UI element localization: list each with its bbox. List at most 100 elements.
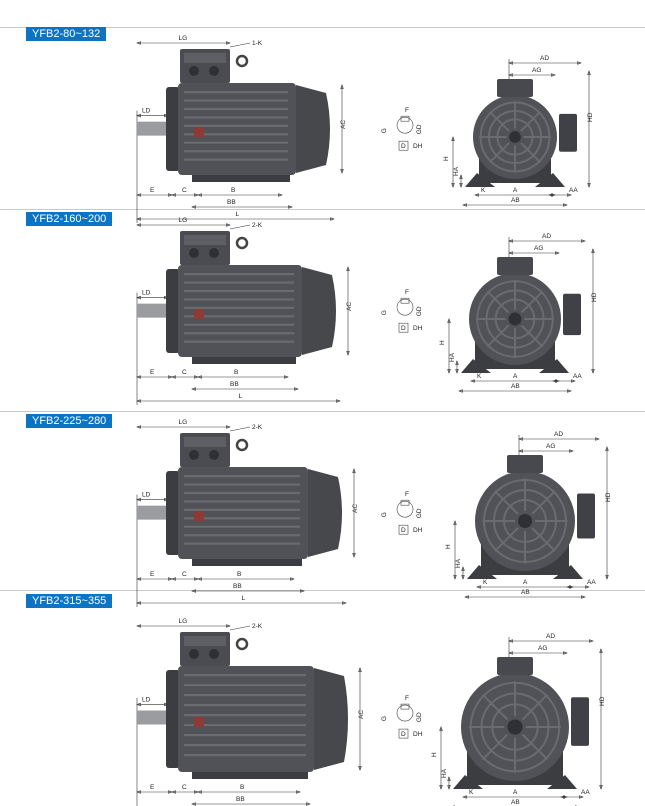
label-G: G bbox=[381, 128, 388, 133]
eye-bolt bbox=[235, 637, 249, 651]
label-HD: HD bbox=[587, 112, 594, 122]
cable-gland bbox=[189, 649, 199, 659]
arrowhead bbox=[567, 389, 572, 393]
label-D: D bbox=[401, 731, 406, 738]
label-D: D bbox=[401, 527, 406, 534]
dim-BB bbox=[191, 387, 299, 391]
dim-AA bbox=[548, 193, 572, 197]
nameplate bbox=[194, 716, 204, 727]
arrowhead bbox=[591, 248, 595, 253]
label-LD: LD bbox=[142, 492, 151, 499]
cooling-fin bbox=[184, 158, 288, 161]
dim-LD bbox=[136, 113, 169, 118]
cooling-fin bbox=[184, 694, 306, 697]
separator-2 bbox=[0, 411, 645, 412]
label-C: C bbox=[182, 187, 187, 194]
label-G: G bbox=[381, 716, 388, 721]
label-C: C bbox=[182, 571, 187, 578]
terminal-box-side bbox=[563, 293, 581, 336]
arrowhead bbox=[278, 193, 283, 197]
cooling-fin bbox=[184, 684, 306, 687]
cooling-fin bbox=[184, 289, 294, 293]
label-AC: AC bbox=[352, 504, 359, 513]
arrowhead bbox=[194, 790, 199, 794]
arrowhead bbox=[171, 790, 176, 794]
foot-left bbox=[467, 565, 497, 579]
shaft-section-circle bbox=[396, 116, 414, 134]
arrowhead bbox=[342, 601, 347, 605]
label-B: B bbox=[240, 784, 244, 791]
motor-front-view bbox=[461, 257, 581, 373]
dim-AG bbox=[508, 251, 560, 255]
dim-B bbox=[197, 790, 301, 794]
motor-front-view bbox=[467, 455, 595, 579]
top-separator bbox=[0, 27, 645, 28]
arrowhead bbox=[306, 802, 311, 806]
dim-E bbox=[136, 375, 173, 379]
drawing-section-4: YFB2-315~355LG2-KLDECBBBLACFGGDDDHADAGHD… bbox=[0, 591, 645, 806]
arrowhead bbox=[226, 223, 231, 227]
label-H: H bbox=[431, 752, 438, 757]
dim-E bbox=[136, 577, 173, 581]
leader-k bbox=[229, 625, 251, 631]
label-LG: LG bbox=[179, 618, 188, 625]
arrowhead bbox=[346, 351, 350, 356]
hatch-line bbox=[401, 119, 413, 129]
cooling-fin bbox=[184, 542, 300, 545]
label-F: F bbox=[405, 289, 409, 296]
mounting-feet bbox=[192, 772, 308, 779]
cover-spoke bbox=[531, 527, 556, 552]
label-AB: AB bbox=[511, 383, 520, 390]
label-BB: BB bbox=[227, 199, 236, 206]
cooling-fin bbox=[184, 107, 288, 111]
nameplate bbox=[194, 127, 204, 138]
cooling-fin bbox=[184, 116, 288, 119]
cooling-fin bbox=[184, 534, 300, 537]
motor-side-view bbox=[137, 632, 348, 779]
shaft-end bbox=[508, 312, 522, 326]
label-H: H bbox=[439, 340, 446, 345]
label-AD: AD bbox=[540, 55, 549, 62]
arrowhead bbox=[462, 795, 467, 799]
dim-A bbox=[476, 585, 574, 589]
arrowhead bbox=[226, 41, 231, 45]
shaft-section-detail bbox=[396, 703, 414, 739]
arrowhead bbox=[136, 425, 141, 429]
hatch-line bbox=[399, 709, 411, 719]
arrowhead bbox=[136, 624, 141, 628]
arrowhead bbox=[194, 577, 199, 581]
label-LD: LD bbox=[142, 108, 151, 115]
centre-hole-box bbox=[398, 322, 409, 333]
arrowhead bbox=[352, 553, 356, 558]
arrowhead bbox=[136, 601, 141, 605]
arrowhead bbox=[136, 399, 141, 403]
arrowhead bbox=[136, 113, 141, 118]
cooling-fin bbox=[184, 150, 288, 153]
dim-AC bbox=[352, 468, 356, 558]
label-HA: HA bbox=[455, 558, 462, 568]
cooling-fin bbox=[184, 99, 288, 102]
dim-L bbox=[136, 399, 341, 403]
label-E: E bbox=[150, 571, 155, 578]
label-A: A bbox=[523, 579, 528, 586]
arrowhead bbox=[136, 497, 141, 502]
arrowhead bbox=[191, 387, 196, 391]
cooling-fin bbox=[184, 475, 300, 478]
label-K: K bbox=[481, 187, 486, 194]
arrowhead bbox=[136, 375, 141, 379]
arrowhead bbox=[197, 193, 202, 197]
arrowhead bbox=[284, 375, 289, 379]
arrowhead bbox=[555, 251, 560, 255]
cooling-fin bbox=[184, 500, 300, 503]
arrowhead bbox=[563, 203, 568, 207]
arrowhead bbox=[508, 639, 513, 643]
cooling-fin bbox=[184, 124, 288, 127]
shaft-section-detail bbox=[396, 115, 414, 151]
label-E: E bbox=[150, 369, 155, 376]
terminal-box-side bbox=[571, 697, 589, 746]
label-AA: AA bbox=[587, 579, 596, 586]
